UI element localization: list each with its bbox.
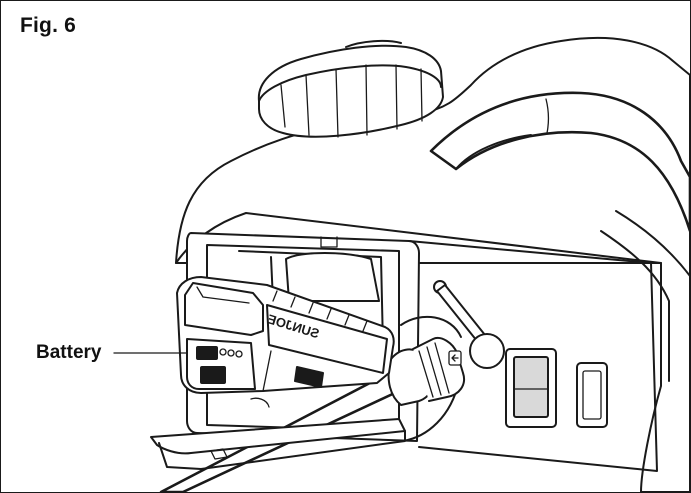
battery-pack: SUNJOE [176,276,395,394]
battery-door [150,397,406,470]
control-panel [400,240,658,472]
machine-body [175,36,690,492]
battery-callout-label: Battery [36,342,102,363]
top-cap [257,39,444,138]
figure-title: Fig. 6 [20,14,77,37]
